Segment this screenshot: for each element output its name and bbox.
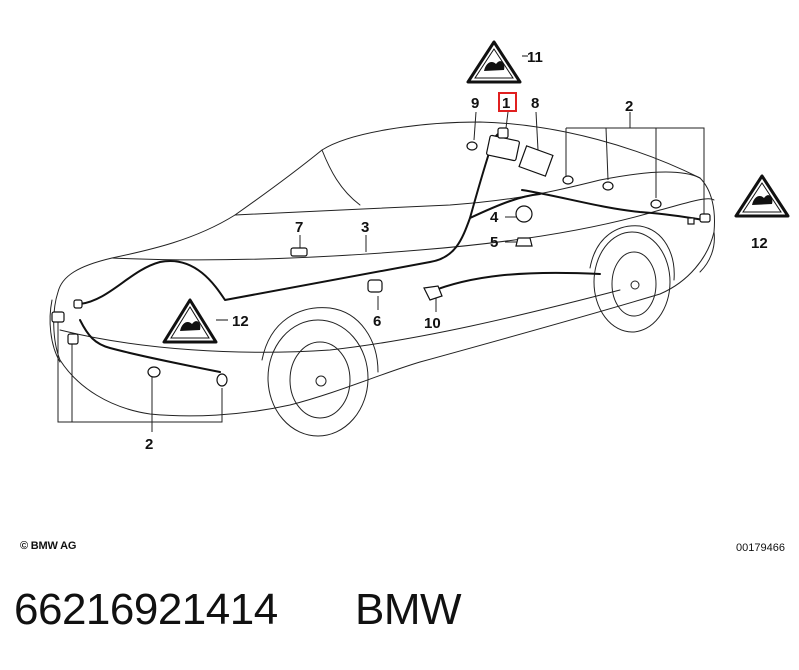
parts-diagram: 1 2 2 3 4 5 6 7 8 9 10 11 12 12	[49, 40, 790, 453]
warning-triangle-right	[734, 174, 790, 218]
clip	[290, 247, 308, 257]
buzzer	[515, 205, 533, 223]
callout-11[interactable]: 11	[527, 49, 543, 66]
sensor-front-1	[51, 311, 65, 323]
sensor-front-3	[147, 366, 161, 378]
copyright-text: © BMW AG	[20, 540, 77, 552]
callout-7[interactable]: 7	[295, 219, 303, 236]
sensor-front-2	[67, 333, 79, 345]
belt-line	[111, 198, 715, 261]
warning-triangle-left	[162, 298, 228, 344]
wiring-harness-front	[79, 319, 221, 373]
connector-plug	[423, 285, 443, 301]
sensor-rear-1	[562, 175, 574, 185]
callout-9[interactable]: 9	[471, 95, 479, 112]
callout-4[interactable]: 4	[490, 209, 499, 226]
callout-10[interactable]: 10	[424, 315, 441, 332]
highlight-box-item-1	[498, 92, 517, 112]
holder	[367, 279, 383, 293]
sensor-rear-2	[602, 181, 614, 191]
warning-triangle-top	[466, 40, 528, 84]
side-crease	[59, 289, 621, 353]
sensor-rear-3	[650, 199, 662, 209]
callout-12-right[interactable]: 12	[751, 235, 768, 252]
brand-name: BMW	[355, 585, 462, 634]
bracket	[518, 145, 554, 177]
part-number: 66216921414	[14, 585, 278, 634]
callout-2-top[interactable]: 2	[625, 98, 633, 115]
control-unit	[486, 134, 520, 162]
sensor-front-4	[216, 373, 228, 387]
door-line	[321, 149, 361, 206]
callout-8[interactable]: 8	[531, 95, 539, 112]
front-wheel	[267, 319, 369, 437]
callout-6[interactable]: 6	[373, 313, 381, 330]
window-line	[234, 171, 701, 216]
wiring-harness-main	[79, 131, 503, 305]
callout-2-bottom[interactable]: 2	[145, 436, 153, 453]
callout-1[interactable]: 1	[502, 95, 510, 112]
sensor-rear-4	[699, 213, 711, 223]
callout-5[interactable]: 5	[490, 234, 498, 251]
rear-wheel	[593, 231, 671, 333]
nut	[515, 237, 533, 247]
grommet	[466, 141, 478, 151]
callout-3[interactable]: 3	[361, 219, 369, 236]
callout-12-left[interactable]: 12	[232, 313, 249, 330]
document-number: 00179466	[736, 542, 785, 554]
